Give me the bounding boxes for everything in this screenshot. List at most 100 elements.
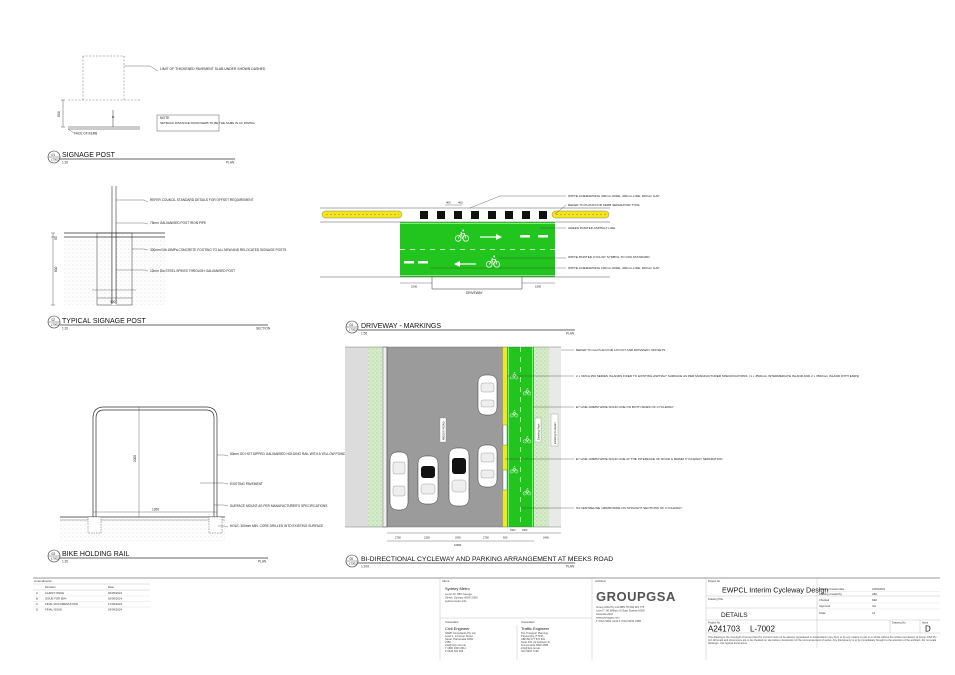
amendment-row: D FINAL ISSUE 24/09/2024 <box>36 608 122 612</box>
meeks-view: PLAN <box>566 565 575 569</box>
signage-post-dim: 600 <box>57 111 61 117</box>
meeks-note-5: S3 CENTRELINE 100MM WIDE ON STRAIGHT SEC… <box>576 506 682 510</box>
client-address-line: sydneymetro.info <box>445 599 467 603</box>
existing-path-label: Existing Path <box>537 423 541 440</box>
driveway-edge-markers <box>420 211 547 219</box>
amendment-rev: B <box>36 597 38 601</box>
signage-post-note-1: LIMIT OF THICKENED PAVEMENT SLAB UNDER S… <box>160 67 266 71</box>
architect-line: Australia 2011 <box>596 612 613 616</box>
bike-rail-title: BIKE HOLDING RAIL <box>62 551 129 558</box>
project-number: A241703 <box>708 625 741 634</box>
civil-line: NSRP Consultants Pty Ltd <box>445 631 476 635</box>
typical-signage-dim-50: 50 <box>54 236 58 240</box>
civil-line: 2150 <box>445 640 451 644</box>
architect-label: Architect <box>595 579 606 583</box>
traffic-engineer-role: Traffic Engineer <box>521 626 550 631</box>
civil-line: Level 1, 14 Greer Street <box>445 634 473 638</box>
signage-post-note-2: SETBACK DISTANCE FROM KERB TO BE THE SAM… <box>160 121 255 125</box>
traffic-line: St Leonards NSW 2065 <box>521 643 549 647</box>
meta-key: Drawing Created by <box>819 592 843 596</box>
traffic-line: info@ttpp.net.au <box>521 646 541 650</box>
amendment-desc: FINAL ISSUE <box>45 608 62 612</box>
driveway-scale: 1:50 <box>361 332 367 336</box>
amendment-row: B ISSUE FOR 85% 18/06/2024 <box>36 597 122 601</box>
architect-line: Group GSA Pty Ltd ABN 78 002 115 775 <box>596 605 645 609</box>
architect-line: www.groupgsa.com <box>596 616 620 620</box>
driveway-note-2: REFER TO PLANS FOR KERB SEPARATOR TYPE <box>568 203 640 207</box>
typical-signage-number: 02 <box>52 318 56 322</box>
typical-signage-dim-600: 600 <box>54 266 58 272</box>
amendments-heading: Amendments <box>34 579 52 583</box>
signage-post-detail: 600 LIMIT OF THICKENED PAVEMENT SLAB UND… <box>47 55 266 165</box>
moving-car <box>448 447 470 507</box>
driveway-sheet: L7002 <box>349 328 357 332</box>
architect-line: Level 7, 80 William St East Sydney NSW <box>596 609 645 613</box>
typical-signage-title: TYPICAL SIGNAGE POST <box>62 318 146 325</box>
traffic-line: The Transport Planning <box>521 631 549 635</box>
amendment-rev: D <box>36 608 38 612</box>
client-address-line: Level 43, 680 George <box>445 592 472 596</box>
existing-footpath-label: Existing Footpath <box>553 422 557 444</box>
driveway-note-4: WHITE PAINTED CYCLIST SYMBOL TO CDS STAN… <box>568 255 650 259</box>
typical-signage-dim-300: 300 <box>110 300 116 304</box>
road-verge-right <box>534 347 549 527</box>
issue-letter: D <box>925 625 931 634</box>
traffic-line: Partnership (TTPP) <box>521 634 543 638</box>
meta-key: Scale <box>819 611 826 615</box>
typical-signage-post-detail: 50 600 300 REFER COUNCIL STANDARD DETAIL… <box>47 186 286 331</box>
typical-signage-note-1: REFER COUNCIL STANDARD DETAILS FOR OFFSE… <box>150 198 254 202</box>
project-title: EWPCL Interim Cycleway Design <box>722 586 828 595</box>
amendment-row: C FINAL DOCUMENTATION 17/09/2024 <box>36 602 122 606</box>
amendment-desc: CLIENT ISSUE <box>45 591 64 595</box>
client-address-line: Street, Sydney NSW 2000 <box>445 596 478 600</box>
typical-signage-note-2: 75mm GALVANISED POST IRON PIPE <box>150 221 206 225</box>
arrow-left-icon <box>454 261 476 267</box>
meeks-note-1: REFER TO GA PLAN FOR LAYOUT AND DRIVEWAY… <box>576 348 665 352</box>
drawing-title: DETAILS <box>721 612 748 619</box>
civil-line: info@nsrp.com.au <box>445 643 467 647</box>
bike-rail-dim-1260: 1260 <box>152 508 159 512</box>
meta-value: A1 <box>872 611 876 615</box>
meta-row: Scale A1 <box>819 611 876 615</box>
consultant-label: Consultant <box>445 620 459 624</box>
amendments-col-rev: Revision <box>45 585 56 589</box>
groupgsa-logo: GROUPGSA <box>596 589 676 604</box>
driveway-dim-400b: 400 <box>458 201 463 205</box>
title-block: Amendments Revision Date A CLIENT ISSUE … <box>33 577 940 660</box>
consultant-label: Consultant <box>521 620 535 624</box>
typical-signage-scale: 1:20 <box>62 327 68 331</box>
meeks-dim-8: 2400 <box>543 536 549 540</box>
civil-line: F 0418 781 466 <box>445 649 464 653</box>
amendments-col-date: Date <box>108 585 114 589</box>
signage-post-note-3: FACE OF KERB <box>74 132 97 136</box>
meta-value: DEF <box>872 598 878 602</box>
driveway-markings-detail: 400 400 1500 1500 DRIVEWAY WHITE LINEMAR… <box>320 194 659 336</box>
drawing-number: L-7002 <box>750 625 775 634</box>
meeks-title: BI-DIRECTIONAL CYCLEWAY AND PARKING ARRA… <box>361 556 613 563</box>
moving-car <box>417 455 439 505</box>
meta-key: Drawing Created date <box>819 587 845 591</box>
meeks-scale: 1:100 <box>361 565 369 569</box>
amendment-desc: ISSUE FOR 85% <box>45 597 67 601</box>
parked-car <box>477 444 498 488</box>
driveway-note-3: GREEN PAINTED ASPHALT LINE <box>568 226 615 230</box>
meta-value: ABC <box>872 592 877 596</box>
typical-signage-note-4: 12mm Dia STEEL SPIKES THROUGH GALVANISED… <box>150 269 235 273</box>
meeks-dim-7: 1500 <box>522 529 528 532</box>
meeks-note-4: E7 LINE 100MM WIDE SOLID LINE AT THE INT… <box>576 457 722 461</box>
client-label: Client <box>442 579 449 583</box>
drawing-no-label: Drawing No. <box>892 621 907 625</box>
traffic-line: (02) 9922 7199 <box>521 649 539 653</box>
driveway-dim-1500a: 1500 <box>411 285 418 289</box>
meeks-road-label: MEEKS ROAD <box>442 421 446 440</box>
meeks-number: 05 <box>350 557 354 561</box>
driveway-note-1: WHITE LINEMARKING 400mm WIDE, 400mm LINE… <box>568 194 659 198</box>
meeks-road-detail: MEEKS ROAD Existing Path Existing Footpa… <box>345 346 859 569</box>
bike-rail-scale: 1:20 <box>62 560 68 564</box>
meeks-dim-2: 2200 <box>424 536 430 540</box>
driveway-number: 04 <box>350 323 354 327</box>
driveway-note-5: WHITE LINEMARKING 100mm WIDE, 400mm LINE… <box>568 266 659 270</box>
bike-rail-note-4: HOLE: 300mm MIN. CORE DRILLED INTO EXIST… <box>230 524 323 528</box>
meta-row: Drawing Created date 24/09/2024 <box>819 587 886 591</box>
